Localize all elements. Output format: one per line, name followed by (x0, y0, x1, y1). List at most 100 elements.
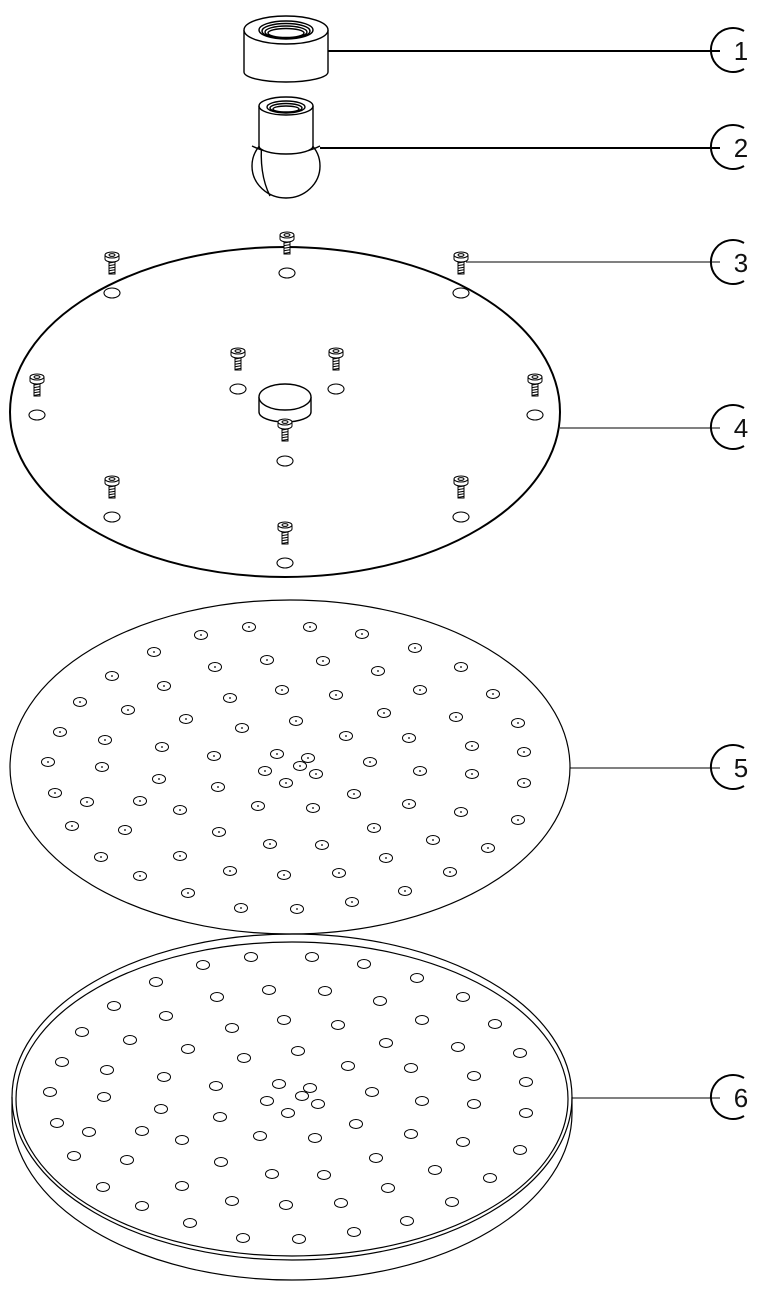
nozzle (465, 741, 479, 751)
nozzle (73, 697, 87, 707)
callout-6: 6 (709, 1074, 748, 1120)
nozzle (511, 718, 525, 728)
cover-hole (135, 1201, 149, 1211)
callout-2-label: 2 (734, 133, 748, 163)
nozzle (223, 693, 237, 703)
nozzle (309, 769, 323, 779)
mounting-screw (277, 418, 293, 442)
cover-hole (334, 1198, 348, 1208)
cover-hole (210, 992, 224, 1002)
cover-hole (281, 1108, 295, 1118)
cover-hole (265, 1169, 279, 1179)
cover-hole (154, 1104, 168, 1114)
screw-hole (278, 267, 296, 279)
nozzle (48, 788, 62, 798)
screw-hole (103, 287, 121, 299)
nozzle (402, 733, 416, 743)
cover-hole (415, 1015, 429, 1025)
cover-hole (488, 1019, 502, 1029)
nozzle (347, 789, 361, 799)
cover-hole (295, 1091, 309, 1101)
screw-hole (28, 409, 46, 421)
nozzle (53, 727, 67, 737)
cover-hole (400, 1216, 414, 1226)
part-back-plate (9, 231, 561, 578)
cover-hole (291, 1046, 305, 1056)
nozzle (398, 886, 412, 896)
nozzle (371, 666, 385, 676)
cover-hole (159, 1011, 173, 1021)
nozzle (306, 803, 320, 813)
nozzle (98, 735, 112, 745)
nozzle (426, 835, 440, 845)
cover-hole (225, 1196, 239, 1206)
callout-1: 1 (709, 27, 748, 73)
cover-hole (404, 1063, 418, 1073)
mounting-screw (29, 373, 45, 397)
nozzle (303, 622, 317, 632)
mounting-screw (277, 521, 293, 545)
cover-hole (303, 1083, 317, 1093)
cover-hole (75, 1027, 89, 1037)
cover-hole (196, 960, 210, 970)
nozzle (329, 690, 343, 700)
nozzle (379, 853, 393, 863)
nozzle (454, 662, 468, 672)
cover-hole (467, 1099, 481, 1109)
cover-hole (175, 1135, 189, 1145)
cover-hole (213, 1112, 227, 1122)
cover-hole (513, 1048, 527, 1058)
nozzle (293, 761, 307, 771)
cover-hole (272, 1079, 286, 1089)
nozzle (301, 753, 315, 763)
mounting-screw (279, 231, 295, 255)
nozzle (133, 796, 147, 806)
cover-hole (82, 1127, 96, 1137)
nozzle (105, 671, 119, 681)
mounting-screw (328, 347, 344, 371)
nozzle (208, 662, 222, 672)
screw-hole (327, 383, 345, 395)
nozzle (277, 870, 291, 880)
cover-hole (214, 1157, 228, 1167)
cover-hole (519, 1108, 533, 1118)
cover-hole (365, 1087, 379, 1097)
callout-4: 4 (709, 404, 748, 450)
nozzle (339, 731, 353, 741)
nozzle (449, 712, 463, 722)
cover-hole (236, 1233, 250, 1243)
part-nozzle-plate (9, 599, 571, 935)
nozzle (251, 801, 265, 811)
cover-hole (260, 1096, 274, 1106)
cover-hole (410, 973, 424, 983)
nozzle (194, 630, 208, 640)
cover-hole (135, 1126, 149, 1136)
cover-hole (483, 1173, 497, 1183)
callout-3-label: 3 (734, 248, 748, 278)
screw-hole (526, 409, 544, 421)
screw-hole (452, 287, 470, 299)
cover-hole (519, 1077, 533, 1087)
screw-hole (229, 383, 247, 395)
cover-hole (347, 1227, 361, 1237)
part-front-cover (11, 933, 573, 1281)
nozzle (242, 622, 256, 632)
cover-hole (445, 1197, 459, 1207)
cover-hole (55, 1057, 69, 1067)
cover-hole (467, 1071, 481, 1081)
cover-hole (415, 1096, 429, 1106)
nozzle (367, 823, 381, 833)
part-threaded-nut (243, 15, 329, 83)
callout-1-label: 1 (734, 36, 748, 66)
callout-5: 5 (709, 744, 748, 790)
screw-hole (276, 557, 294, 569)
nozzle (157, 681, 171, 691)
nozzle (270, 749, 284, 759)
mounting-screw (453, 251, 469, 275)
cover-hole (357, 959, 371, 969)
nozzle (413, 766, 427, 776)
nozzle (486, 689, 500, 699)
cover-hole (308, 1133, 322, 1143)
